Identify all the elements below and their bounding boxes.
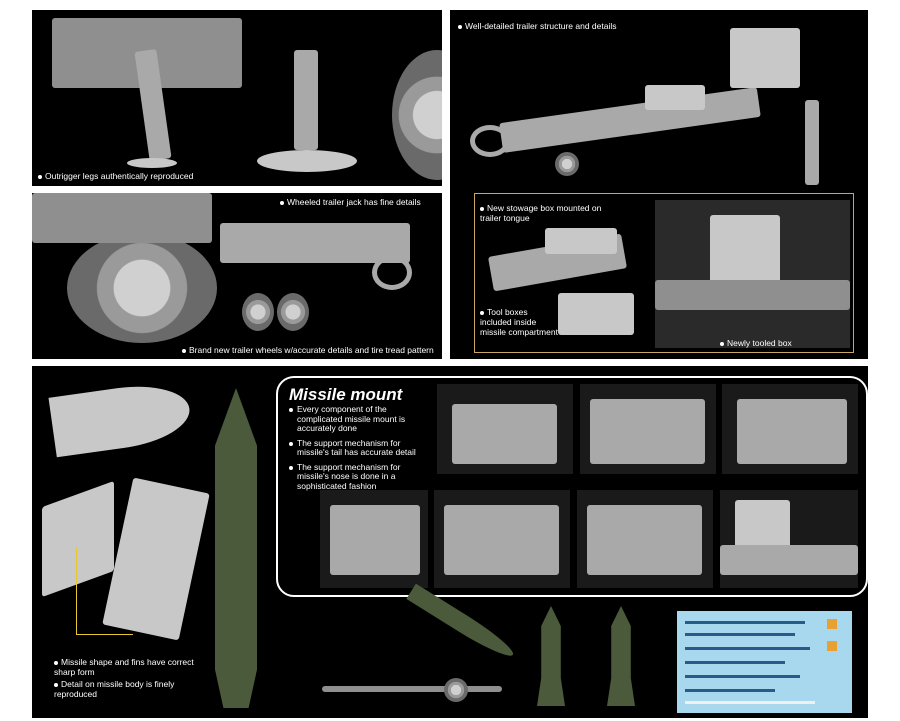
- decal-sheet: [677, 611, 852, 713]
- mount-render: [720, 545, 858, 575]
- caption-jack: Wheeled trailer jack has fine details: [280, 197, 421, 207]
- missile-render: [215, 388, 257, 708]
- stowage-box-render: [545, 228, 617, 254]
- decal-row: [685, 701, 815, 704]
- missile-mount-frame: [276, 376, 868, 597]
- jack-wheel-2: [277, 293, 309, 331]
- decal-row: [685, 689, 775, 692]
- decal-row: [685, 661, 785, 664]
- mount-image-5: [434, 490, 570, 588]
- mount-image-4: [320, 490, 428, 588]
- trailer-box-render: [730, 28, 800, 88]
- mount-render: [444, 505, 559, 575]
- launcher-side-view: [322, 686, 502, 692]
- decal-row: [685, 621, 805, 624]
- jack-wheel-1: [242, 293, 274, 331]
- missile-mount-item: The support mechanism for missile's tail…: [289, 438, 434, 458]
- newly-tooled-box-render: [710, 215, 780, 285]
- axle-render: [32, 193, 212, 243]
- launcher-wheel: [444, 678, 468, 702]
- missile-front-view-2: [607, 606, 635, 706]
- missile-mount-title: Missile mount: [289, 385, 403, 404]
- newly-tooled-box-image: [655, 200, 850, 348]
- missile-front-view-1: [537, 606, 565, 706]
- panel-wheels-jack: Wheeled trailer jack has fine details Br…: [32, 193, 442, 359]
- trailer-tongue-render: [499, 87, 761, 153]
- toolbox-render: [558, 293, 634, 335]
- tow-ring-render: [470, 125, 510, 157]
- outrigger-leg-right: [294, 50, 318, 150]
- caption-trailer-structure: Well-detailed trailer structure and deta…: [458, 21, 617, 31]
- caption-outrigger: Outrigger legs authentically reproduced: [38, 171, 193, 181]
- caption-newly-tooled: Newly tooled box: [720, 338, 792, 348]
- mount-render: [587, 505, 702, 575]
- jack-tongue-render: [220, 223, 410, 263]
- mount-render: [737, 399, 847, 464]
- outrigger-foot-left: [127, 158, 177, 168]
- mount-frame-render: [655, 280, 850, 310]
- mount-image-1: [437, 384, 573, 474]
- missile-nose-closeup: [48, 378, 194, 458]
- tongue-box-render: [645, 85, 705, 110]
- mount-box-render: [735, 500, 790, 550]
- detail-frame: [474, 193, 854, 353]
- mount-render: [590, 399, 705, 464]
- mount-image-3: [722, 384, 858, 474]
- mount-render: [452, 404, 557, 464]
- missile-mount-list: Every component of the complicated missi…: [289, 404, 434, 496]
- mount-render: [330, 505, 420, 575]
- jack-wheel-render: [555, 152, 579, 176]
- panel-outrigger: Outrigger legs authentically reproduced: [32, 10, 442, 186]
- mount-image-2: [580, 384, 716, 474]
- fin-callout-line: [76, 548, 133, 635]
- missile-mount-item: Every component of the complicated missi…: [289, 404, 434, 434]
- mount-image-6: [577, 490, 713, 588]
- decal-row: [685, 675, 800, 678]
- trailer-wheel-closeup: [67, 233, 217, 343]
- trailer-wheel-render: [392, 50, 442, 180]
- decal-orange-marker: [827, 619, 837, 629]
- caption-missile-shape: Missile shape and fins have correct shar…: [54, 657, 194, 677]
- caption-toolboxes: Tool boxes included inside missile compa…: [480, 307, 558, 337]
- caption-stowage: New stowage box mounted on trailer tongu…: [480, 203, 602, 223]
- panel-missile: Missile shape and fins have correct shar…: [32, 366, 868, 718]
- caption-missile-detail: Detail on missile body is finely reprodu…: [54, 679, 175, 699]
- decal-row: [685, 633, 795, 636]
- jack-tow-ring-render: [372, 255, 412, 290]
- rear-leg-render: [805, 100, 819, 185]
- panel-trailer-structure: Well-detailed trailer structure and deta…: [450, 10, 868, 359]
- mount-image-7: [720, 490, 858, 588]
- decal-row: [685, 647, 810, 650]
- decal-orange-marker: [827, 641, 837, 651]
- caption-wheels: Brand new trailer wheels w/accurate deta…: [182, 345, 434, 355]
- missile-mount-item: The support mechanism for missile's nose…: [289, 462, 434, 492]
- outrigger-foot-right: [257, 150, 357, 172]
